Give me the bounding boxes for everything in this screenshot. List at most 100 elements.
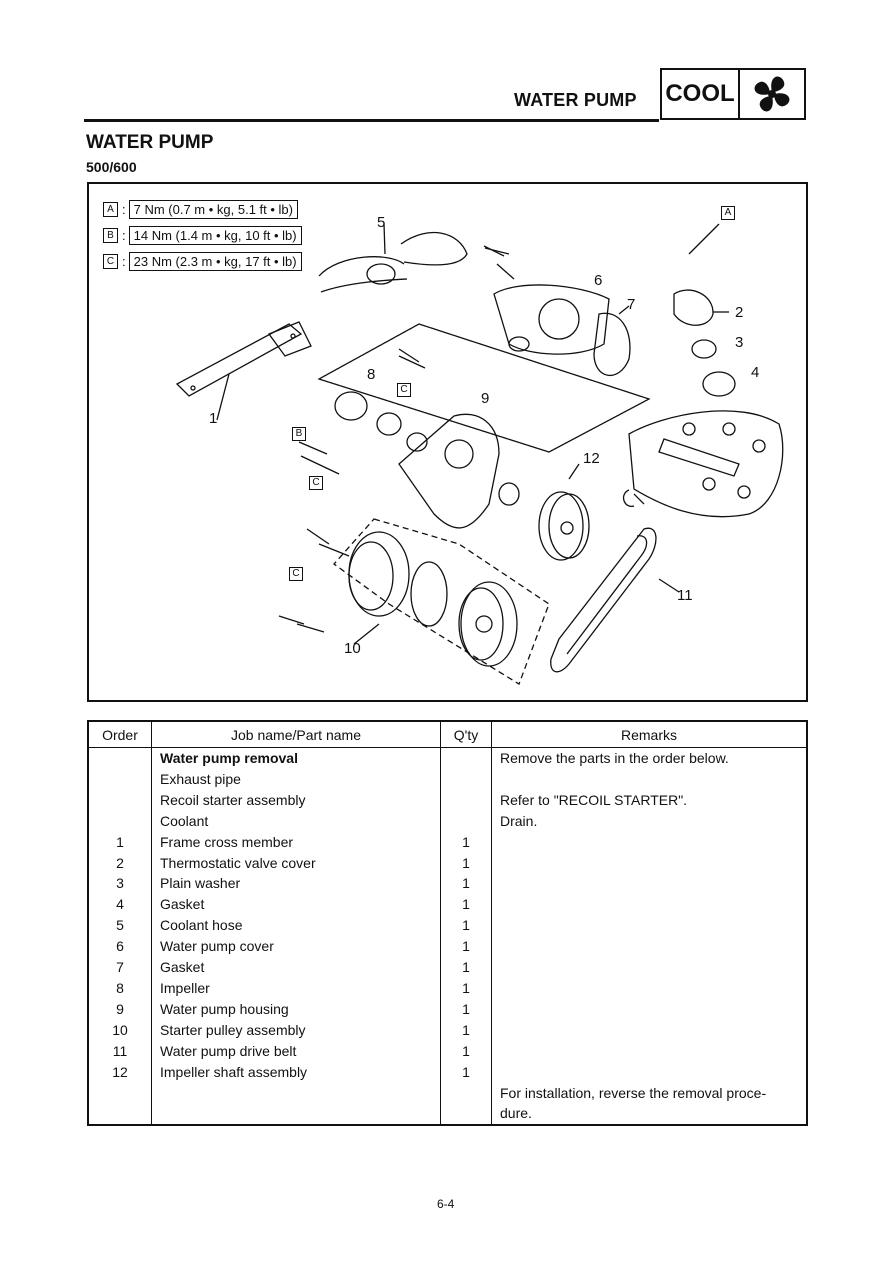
callout-5: 5 xyxy=(377,214,386,231)
torque-marker-c2: C xyxy=(309,476,323,490)
callout-6: 6 xyxy=(594,272,603,289)
header-order: Order xyxy=(87,720,152,748)
cell-qty: 1 xyxy=(440,831,492,853)
cell-qty xyxy=(440,810,492,832)
cell-order: 4 xyxy=(87,894,152,916)
cell-remarks: Remove the parts in the order below. xyxy=(491,747,808,769)
cell-order: 5 xyxy=(87,915,152,937)
callout-7: 7 xyxy=(627,296,636,313)
cell-order: 10 xyxy=(87,1019,152,1041)
bolt-b xyxy=(483,245,505,257)
cell-remarks xyxy=(491,957,808,978)
section-title: WATER PUMP xyxy=(86,132,214,153)
header-rule xyxy=(84,119,659,122)
cell-order: 9 xyxy=(87,998,152,1020)
o-ring-drawing xyxy=(702,371,736,397)
cell-remarks: Drain. xyxy=(491,810,808,832)
cell-job xyxy=(151,1103,441,1126)
table-header-row: Order Job name/Part name Q'ty Remarks xyxy=(87,720,808,748)
callout-1: 1 xyxy=(209,410,218,427)
torque-spec-a: A: 7 Nm (0.7 m • kg, 5.1 ft • lb) xyxy=(103,200,298,219)
cell-remarks xyxy=(491,998,808,1020)
cell-order: 6 xyxy=(87,936,152,958)
torque-marker-a: A xyxy=(721,206,735,220)
gasket-drawing xyxy=(593,312,631,377)
torque-marker-c1: C xyxy=(397,383,411,397)
cell-remarks: Refer to "RECOIL STARTER". xyxy=(491,789,808,811)
cell-job: Exhaust pipe xyxy=(151,768,441,790)
cell-remarks: dure. xyxy=(491,1103,808,1126)
cell-qty: 1 xyxy=(440,1061,492,1083)
page-header-title: WATER PUMP xyxy=(514,90,637,110)
torque-spec-b: B: 14 Nm (1.4 m • kg, 10 ft • lb) xyxy=(103,226,302,245)
cell-remarks xyxy=(491,1061,808,1083)
cell-order: 11 xyxy=(87,1040,152,1062)
cell-remarks xyxy=(491,1040,808,1062)
callout-2: 2 xyxy=(735,304,744,321)
cell-job xyxy=(151,1082,441,1104)
cell-order xyxy=(87,1082,152,1104)
cell-qty: 1 xyxy=(440,936,492,958)
water-pump-housing-drawing xyxy=(398,413,500,529)
cell-remarks xyxy=(491,936,808,958)
page-number: 6-4 xyxy=(437,1197,455,1211)
frame-cross-member-drawing xyxy=(175,323,303,397)
cell-remarks xyxy=(491,1019,808,1041)
cell-remarks xyxy=(491,977,808,999)
cell-qty xyxy=(440,768,492,790)
cell-job: Recoil starter assembly xyxy=(151,789,441,811)
cell-qty: 1 xyxy=(440,915,492,937)
cell-job: Water pump drive belt xyxy=(151,1040,441,1062)
bolt-c-lower xyxy=(306,528,350,557)
section-badge: COOL xyxy=(660,68,806,120)
callout-10: 10 xyxy=(344,640,361,657)
cell-qty: 1 xyxy=(440,957,492,978)
thermostat-cover-drawing xyxy=(673,289,714,326)
torque-spec-c: C: 23 Nm (2.3 m • kg, 17 ft • lb) xyxy=(103,252,302,271)
callout-3: 3 xyxy=(735,334,744,351)
cell-order xyxy=(87,768,152,790)
table-row: Exhaust pipe xyxy=(87,768,808,790)
cell-order: 3 xyxy=(87,873,152,895)
callout-8: 8 xyxy=(367,366,376,383)
cell-order xyxy=(87,810,152,832)
cell-job: Impeller shaft assembly xyxy=(151,1061,441,1083)
cell-qty: 1 xyxy=(440,1040,492,1062)
callout-4: 4 xyxy=(751,364,760,381)
cell-job: Impeller xyxy=(151,977,441,999)
cell-job: Gasket xyxy=(151,957,441,978)
cell-order xyxy=(87,789,152,811)
cell-remarks xyxy=(491,831,808,853)
badge-label: COOL xyxy=(662,70,740,118)
cell-order: 8 xyxy=(87,977,152,999)
header-qty: Q'ty xyxy=(440,720,492,748)
torque-marker-c3: C xyxy=(289,567,303,581)
cell-qty: 1 xyxy=(440,852,492,874)
cell-qty xyxy=(440,1082,492,1104)
cell-job: Gasket xyxy=(151,894,441,916)
fan-icon xyxy=(740,70,804,118)
table-row: Recoil starter assembly Refer to "RECOIL … xyxy=(87,789,808,811)
cell-job: Starter pulley assembly xyxy=(151,1019,441,1041)
table-row: dure. xyxy=(87,1103,808,1126)
cell-qty xyxy=(440,747,492,769)
cell-qty xyxy=(440,789,492,811)
cell-remarks xyxy=(491,915,808,937)
cell-qty: 1 xyxy=(440,977,492,999)
bolt-c-left xyxy=(278,615,325,633)
water-pump-cover-drawing xyxy=(493,284,610,355)
cell-job: Water pump cover xyxy=(151,936,441,958)
cell-remarks xyxy=(491,768,808,790)
cell-job: Plain washer xyxy=(151,873,441,895)
header-remarks: Remarks xyxy=(491,720,808,748)
